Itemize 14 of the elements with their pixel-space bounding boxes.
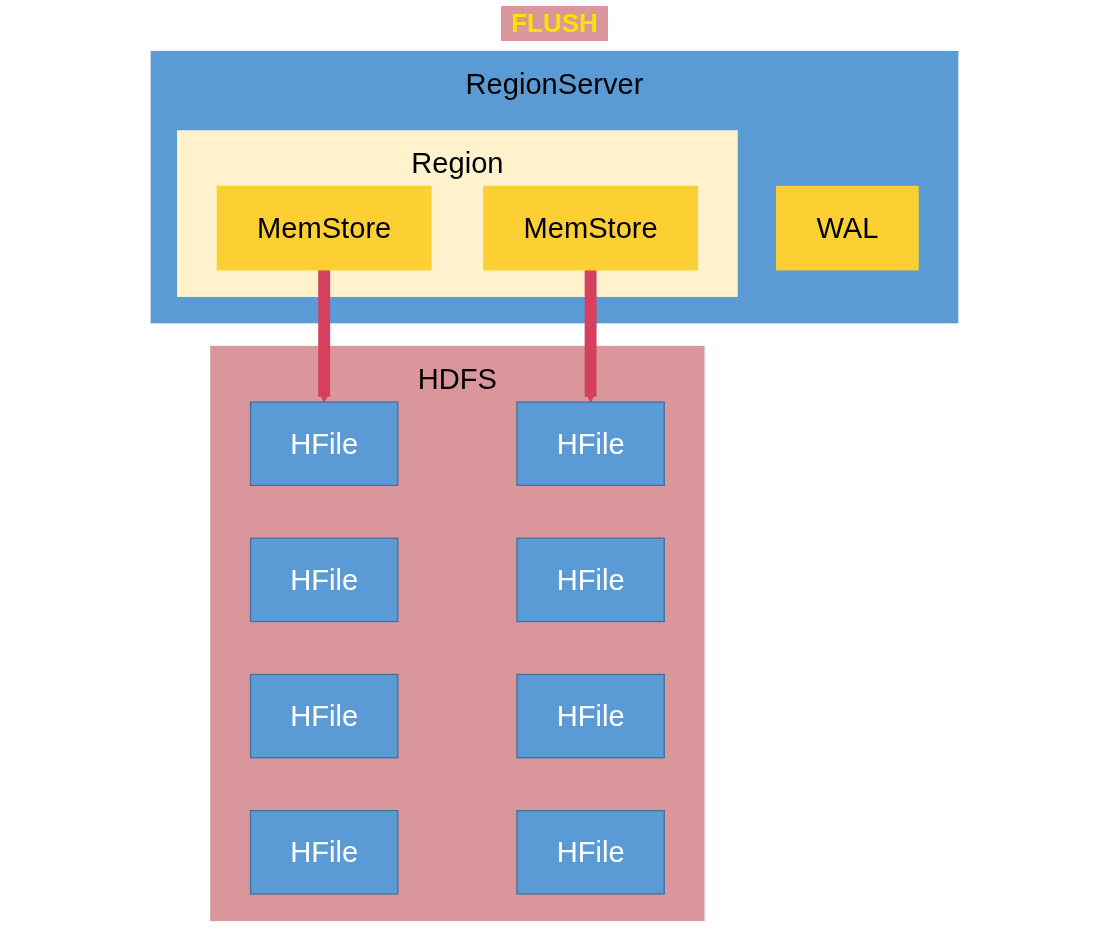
flush-label: FLUSH xyxy=(501,6,608,41)
node-box: HFile xyxy=(516,401,665,486)
node-box: MemStore xyxy=(483,185,699,271)
node-box: HFile xyxy=(516,537,665,623)
node-box: HFile xyxy=(249,537,399,623)
node-box: HFile xyxy=(249,673,399,759)
node-box: HFile xyxy=(516,673,665,759)
node-box: HFile xyxy=(516,810,665,895)
node-box: HFile xyxy=(249,401,399,486)
node-box: MemStore xyxy=(216,185,432,271)
node-box: HFile xyxy=(249,810,399,895)
arrow xyxy=(318,268,331,403)
arrow xyxy=(584,268,597,403)
node-box: WAL xyxy=(776,185,919,271)
